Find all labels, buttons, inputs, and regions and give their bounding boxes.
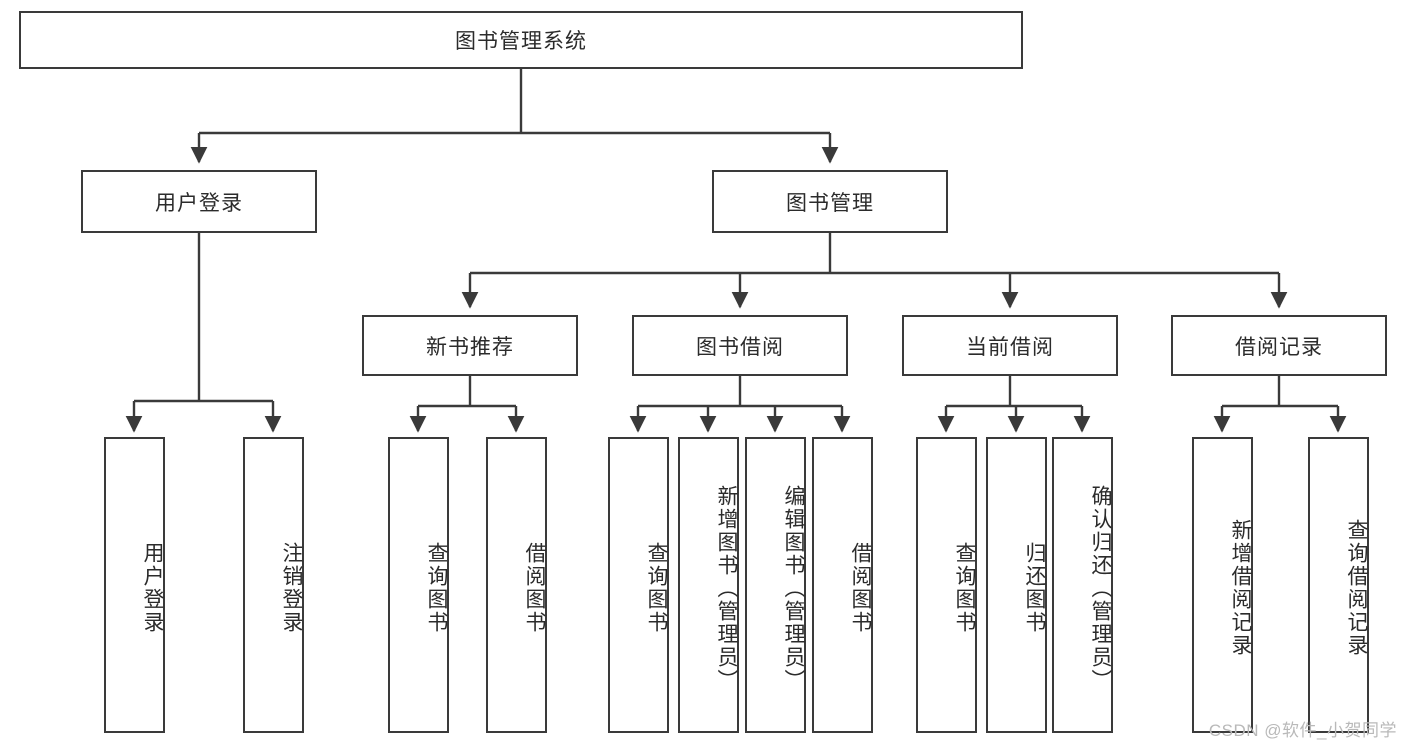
node-borrow-record-label: 借阅记录 — [1235, 335, 1323, 359]
csdn-watermark: CSDN @软件_小贺同学 — [1208, 721, 1397, 740]
leaf-add-book-label: 新增图书（管理员） — [715, 484, 738, 692]
node-borrow-record[interactable]: 借阅记录 — [1171, 315, 1387, 376]
leaf-borrow-book-1-label: 借阅图书 — [523, 542, 546, 634]
leaf-query-book-3-label: 查询图书 — [953, 542, 976, 634]
leaf-query-book-1[interactable]: 查询图书 — [388, 437, 449, 733]
leaf-return-book[interactable]: 归还图书 — [986, 437, 1047, 733]
node-new-book-recommend-label: 新书推荐 — [426, 335, 514, 359]
node-book-borrow[interactable]: 图书借阅 — [632, 315, 848, 376]
leaf-query-book-3[interactable]: 查询图书 — [916, 437, 977, 733]
node-book-manage-label: 图书管理 — [786, 191, 874, 215]
leaf-confirm-return[interactable]: 确认归还（管理员） — [1052, 437, 1113, 733]
leaf-borrow-book-2-label: 借阅图书 — [849, 542, 872, 634]
node-current-borrow-label: 当前借阅 — [966, 335, 1054, 359]
node-new-book-recommend[interactable]: 新书推荐 — [362, 315, 578, 376]
leaf-user-login-label: 用户登录 — [141, 542, 164, 634]
leaf-edit-book-label: 编辑图书（管理员） — [782, 484, 805, 692]
leaf-add-book[interactable]: 新增图书（管理员） — [678, 437, 739, 733]
node-root-label: 图书管理系统 — [455, 30, 587, 53]
leaf-logout-login-label: 注销登录 — [280, 542, 303, 634]
node-user-login[interactable]: 用户登录 — [81, 170, 317, 233]
leaf-query-book-1-label: 查询图书 — [425, 542, 448, 634]
node-current-borrow[interactable]: 当前借阅 — [902, 315, 1118, 376]
node-book-borrow-label: 图书借阅 — [696, 335, 784, 359]
leaf-query-book-2-label: 查询图书 — [645, 542, 668, 634]
leaf-confirm-return-label: 确认归还（管理员） — [1089, 484, 1112, 692]
leaf-add-record[interactable]: 新增借阅记录 — [1192, 437, 1253, 733]
leaf-borrow-book-2[interactable]: 借阅图书 — [812, 437, 873, 733]
node-book-manage[interactable]: 图书管理 — [712, 170, 948, 233]
leaf-return-book-label: 归还图书 — [1023, 542, 1046, 634]
leaf-edit-book[interactable]: 编辑图书（管理员） — [745, 437, 806, 733]
leaf-query-record[interactable]: 查询借阅记录 — [1308, 437, 1369, 733]
leaf-borrow-book-1[interactable]: 借阅图书 — [486, 437, 547, 733]
leaf-query-record-label: 查询借阅记录 — [1345, 519, 1368, 657]
node-root[interactable]: 图书管理系统 — [19, 11, 1023, 69]
leaf-query-book-2[interactable]: 查询图书 — [608, 437, 669, 733]
leaf-user-login[interactable]: 用户登录 — [104, 437, 165, 733]
leaf-add-record-label: 新增借阅记录 — [1229, 519, 1252, 657]
node-user-login-label: 用户登录 — [155, 191, 243, 215]
leaf-logout-login[interactable]: 注销登录 — [243, 437, 304, 733]
